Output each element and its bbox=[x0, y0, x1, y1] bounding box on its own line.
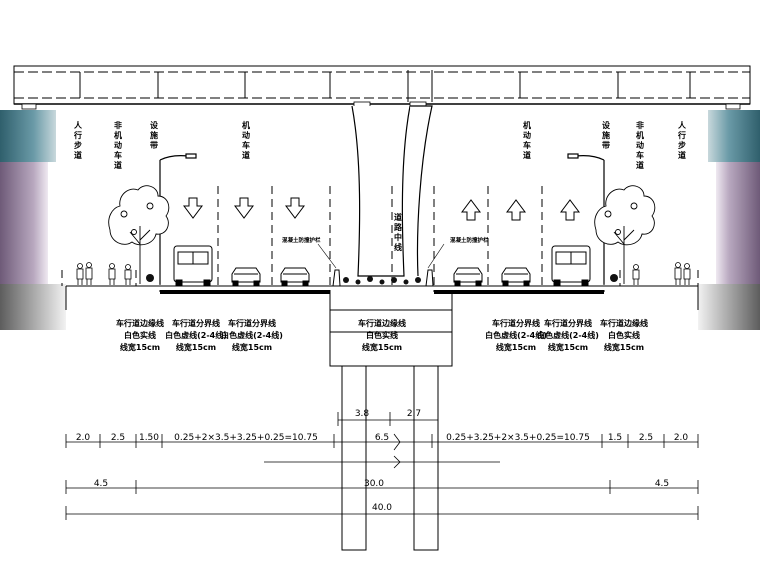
car-icon bbox=[501, 267, 531, 286]
dim-row1-5: 6.5 bbox=[375, 433, 389, 443]
zone-label-right-bikeway: 非机动车道 bbox=[636, 120, 644, 170]
marking-line2: 白色虚线(2-4线) bbox=[165, 330, 227, 340]
barrier-markers bbox=[317, 243, 445, 287]
left-pier bbox=[0, 110, 66, 330]
dim-row2-1: 4.5 bbox=[94, 479, 108, 489]
dimension-texts: 3.8 2.7 2.0 2.5 1.50 0.25+2×3.5+3.25+0.2… bbox=[76, 409, 689, 513]
tree-icon bbox=[594, 185, 656, 284]
marking-line2: 白色虚线(2-4线) bbox=[537, 330, 599, 340]
zone-label-right-facility: 设施带 bbox=[602, 120, 610, 150]
dim-row1-4: 0.25+2×3.5+3.25+0.25=10.75 bbox=[174, 433, 318, 443]
zone-label-median: 道路中线 bbox=[394, 212, 403, 252]
marking-line3: 线宽15cm bbox=[604, 342, 644, 352]
marking-line1: 车行道分界线 bbox=[544, 318, 592, 328]
dim-row1-2: 2.5 bbox=[111, 433, 125, 443]
median-shrubs bbox=[146, 274, 618, 285]
direction-arrows bbox=[183, 197, 580, 221]
marking-line2: 白色实线 bbox=[124, 330, 156, 340]
marking-line1: 车行道边缘线 bbox=[600, 318, 648, 328]
marking-line1: 车行道分界线 bbox=[172, 318, 220, 328]
dim-row1-9: 2.0 bbox=[674, 433, 689, 443]
zone-label-left-sidewalk: 人行步道 bbox=[73, 120, 83, 160]
dim-row1-8: 2.5 bbox=[639, 433, 653, 443]
marking-annotations: 车行道边缘线白色实线线宽15cm车行道分界线白色虚线(2-4线)线宽15cm车行… bbox=[116, 318, 648, 352]
dim-pier-2: 2.7 bbox=[407, 409, 421, 419]
dim-pier-1: 3.8 bbox=[355, 409, 370, 419]
bus-icon bbox=[551, 245, 591, 286]
zone-label-right-sidewalk: 人行步道 bbox=[677, 120, 687, 160]
dim-row1-6: 0.25+3.25+2×3.5+0.25=10.75 bbox=[446, 433, 590, 443]
dimension-lines bbox=[65, 412, 699, 520]
right-pier bbox=[698, 110, 760, 330]
marking-line3: 线宽15cm bbox=[232, 342, 272, 352]
down-arrow-icon bbox=[285, 197, 305, 219]
marking-line1: 车行道边缘线 bbox=[358, 318, 406, 328]
marking-line1: 车行道分界线 bbox=[228, 318, 276, 328]
zone-label-right-motorway: 机动车道 bbox=[523, 120, 531, 160]
marking-line2: 白色实线 bbox=[608, 330, 640, 340]
zone-label-left-facility: 设施带 bbox=[150, 120, 158, 150]
bearing-blocks bbox=[21, 101, 741, 110]
marking-line3: 线宽15cm bbox=[548, 342, 588, 352]
viaduct-deck bbox=[13, 65, 751, 105]
car-icon bbox=[453, 267, 483, 286]
dim-row1-3: 1.50 bbox=[139, 433, 159, 443]
tree-icon bbox=[108, 185, 170, 284]
dim-row1-7: 1.5 bbox=[608, 433, 622, 443]
marking-line3: 线宽15cm bbox=[176, 342, 216, 352]
car-icon bbox=[280, 267, 310, 286]
zone-label-left-bikeway: 非机动车道 bbox=[114, 120, 122, 170]
zone-label-left-motorway: 机动车道 bbox=[242, 120, 250, 160]
marking-line2: 白色虚线(2-4线) bbox=[485, 330, 547, 340]
marking-line1: 车行道分界线 bbox=[492, 318, 540, 328]
up-arrow-icon bbox=[506, 199, 526, 221]
up-arrow-icon bbox=[560, 199, 580, 221]
ground-line bbox=[65, 285, 699, 310]
pedestrian-icon bbox=[632, 262, 691, 285]
bus-icon bbox=[173, 245, 213, 286]
central-pier bbox=[351, 105, 433, 277]
pedestrian-icon bbox=[76, 262, 132, 285]
dim-row2-3: 4.5 bbox=[655, 479, 669, 489]
marking-line3: 线宽15cm bbox=[120, 342, 160, 352]
down-arrow-icon bbox=[183, 197, 203, 219]
dim-row3-total: 40.0 bbox=[372, 503, 392, 513]
up-arrow-icon bbox=[461, 199, 481, 221]
down-arrow-icon bbox=[234, 197, 254, 219]
marking-line1: 车行道边缘线 bbox=[116, 318, 164, 328]
dim-row1-1: 2.0 bbox=[76, 433, 91, 443]
marking-line2: 白色虚线(2-4线) bbox=[221, 330, 283, 340]
marking-line3: 线宽15cm bbox=[496, 342, 536, 352]
car-icon bbox=[231, 267, 261, 286]
barrier-label-right: 混凝土防撞护栏 bbox=[450, 236, 489, 244]
dim-row2-2: 30.0 bbox=[364, 479, 384, 489]
barrier-label-left: 混凝土防撞护栏 bbox=[282, 236, 321, 244]
marking-line3: 线宽15cm bbox=[362, 342, 402, 352]
marking-line2: 白色实线 bbox=[366, 330, 398, 340]
median-foundation bbox=[329, 290, 453, 551]
